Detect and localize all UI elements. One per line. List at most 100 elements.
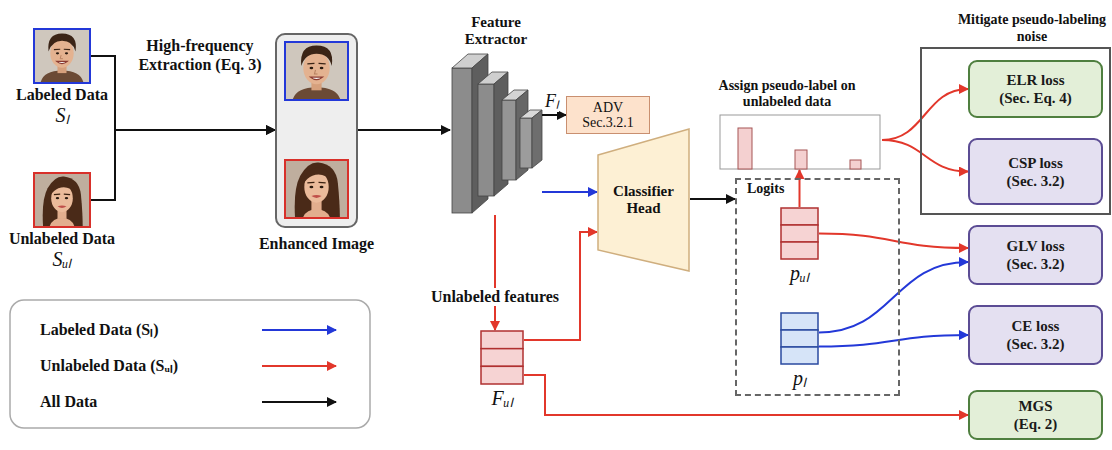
vector-rows xyxy=(480,330,524,385)
connector xyxy=(358,129,450,131)
image-frame: Unlabeled DataSᵤₗ xyxy=(33,172,91,228)
histogram-bar xyxy=(795,150,807,169)
corner-text: Logits xyxy=(747,181,784,198)
label-text: Labeled Data xyxy=(16,85,108,104)
loss-box: CE loss(Sec. 3.2) xyxy=(968,305,1103,365)
feature-extractor: Feature Extractor xyxy=(450,52,542,215)
outside-text: Unlabeled DataSᵤₗ xyxy=(9,229,115,270)
caption-text: Assign pseudo-label on unlabeled data xyxy=(692,78,882,110)
vector-cell xyxy=(481,366,523,384)
vector-rows xyxy=(780,312,819,365)
logit-vector: pᵤₗ xyxy=(780,207,819,260)
label-text: (Eq. 2) xyxy=(1014,415,1057,433)
label-text: (Sec. Eq. 4) xyxy=(999,89,1072,107)
outside-text: Fᵤₗ xyxy=(491,387,512,409)
connector xyxy=(690,198,735,200)
logits-group: Logits pᵤₗ pₗ xyxy=(735,178,900,396)
label-text: MGS xyxy=(1018,397,1052,415)
feature-extractor-blocks xyxy=(452,54,542,213)
vector-cell xyxy=(481,331,523,349)
label-text: Feature Extractor xyxy=(446,14,546,49)
label-text: ELR loss xyxy=(1007,71,1065,89)
connector xyxy=(819,335,968,347)
label-text: Sᵤₗ xyxy=(9,248,115,270)
unlabeled-face xyxy=(35,173,89,227)
histogram-frame xyxy=(720,115,880,169)
feature-vector: Fᵤₗ xyxy=(480,330,524,385)
loss-box: MGS(Eq. 2) xyxy=(968,390,1103,440)
connector xyxy=(819,234,968,249)
connector xyxy=(494,215,496,330)
label-text: pᵤₗ xyxy=(790,262,809,284)
enhanced-frame xyxy=(285,42,348,100)
label-text: Mitigate pseudo-labeling noise xyxy=(954,12,1110,46)
process-box: ADVSec.3.2.1 xyxy=(566,96,650,134)
text-stack: Classifier Head xyxy=(597,128,690,272)
vector-rows xyxy=(780,207,819,260)
histogram xyxy=(692,114,882,170)
label-text: GLV loss xyxy=(1007,237,1065,255)
label-text: pₗ xyxy=(793,367,806,389)
enhanced-box: Enhanced Image xyxy=(275,33,358,228)
histogram-bar xyxy=(850,160,861,169)
connector xyxy=(799,170,801,207)
label-text: (Sec. 3.2) xyxy=(1007,172,1065,190)
vector-cell xyxy=(781,313,818,330)
connector xyxy=(91,130,275,200)
outside-text: Mitigate pseudo-labeling noise xyxy=(954,12,1110,46)
connector xyxy=(819,262,968,333)
vector-cell xyxy=(781,225,818,242)
legend-text: Labeled Data (Sₗ) xyxy=(40,320,159,339)
outside-text: pᵤₗ xyxy=(790,262,809,284)
connector xyxy=(524,232,597,340)
legend-arrow xyxy=(262,329,336,331)
label-text: Classifier Head xyxy=(607,183,681,218)
label-text: Assign pseudo-label on unlabeled data xyxy=(692,78,882,110)
enhanced-frame xyxy=(285,160,348,218)
legend-arrow xyxy=(262,401,336,403)
label-text: CSP loss xyxy=(1008,154,1063,172)
face-photos xyxy=(35,29,89,227)
enhanced-ground xyxy=(275,33,358,228)
enhanced-images xyxy=(275,33,358,228)
connector xyxy=(542,114,566,116)
pseudo-label-histogram: Assign pseudo-label on unlabeled data xyxy=(692,78,882,170)
enhanced-face xyxy=(286,41,347,102)
legend-frame xyxy=(10,300,370,428)
mitigation-group: Mitigate pseudo-labeling noiseELR loss(S… xyxy=(920,47,1111,215)
label-text: (Sec. 3.2) xyxy=(1007,255,1065,273)
connector xyxy=(542,191,597,193)
vector-cell xyxy=(481,349,523,367)
label-text: ADV xyxy=(593,100,623,115)
label-text: Sₗ xyxy=(16,104,108,126)
label-text: Fᵤₗ xyxy=(491,387,512,409)
vector-cell xyxy=(781,208,818,225)
text-stack: GLV loss(Sec. 3.2) xyxy=(970,227,1101,283)
edge-label: Unlabeled features xyxy=(428,288,562,306)
text-stack: ELR loss(Sec. Eq. 4) xyxy=(970,62,1101,116)
text-stack: CSP loss(Sec. 3.2) xyxy=(970,140,1101,203)
enhanced-face xyxy=(286,159,347,220)
classifier-shape xyxy=(598,129,689,271)
loss-box: ELR loss(Sec. Eq. 4) xyxy=(968,60,1103,118)
legend-text: All Data xyxy=(40,392,97,411)
text-stack: ADVSec.3.2.1 xyxy=(567,97,649,133)
vector-cell xyxy=(781,330,818,347)
connector xyxy=(882,89,968,140)
label-text: CE loss xyxy=(1012,317,1060,335)
image-frame: Labeled DataSₗ xyxy=(33,28,91,84)
connector xyxy=(882,140,968,172)
logit-vector: pₗ xyxy=(780,312,819,365)
outside-text: Labeled DataSₗ xyxy=(16,85,108,126)
vector-cell xyxy=(781,242,818,259)
labeled-face xyxy=(35,29,89,83)
label-text: Sec.3.2.1 xyxy=(582,115,634,130)
label-text: Enhanced Image xyxy=(259,234,374,253)
loss-box: CSP loss(Sec. 3.2) xyxy=(968,138,1103,205)
histogram-bar xyxy=(738,128,752,169)
classifier-head: Classifier Head xyxy=(597,128,690,272)
text-stack: MGS(Eq. 2) xyxy=(970,392,1101,438)
loss-box: GLV loss(Sec. 3.2) xyxy=(968,225,1103,285)
edge-label: Fₗ xyxy=(545,92,559,112)
